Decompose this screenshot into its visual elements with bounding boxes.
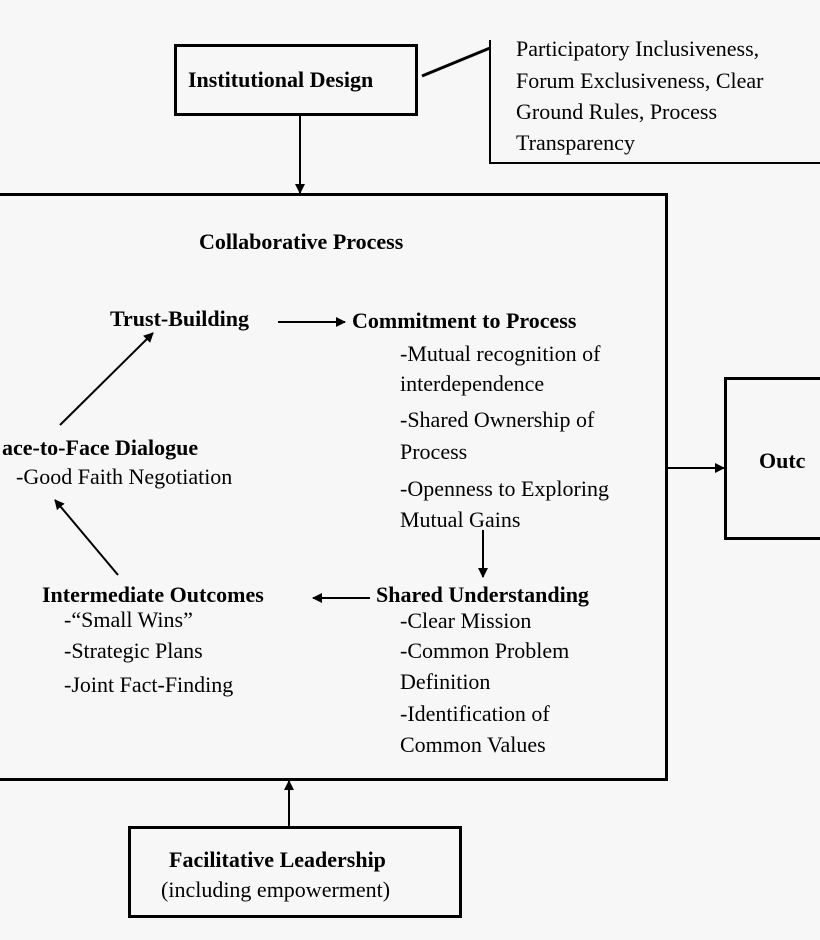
understanding-line: -Clear Mission (400, 608, 532, 633)
understanding-line: Definition (400, 669, 491, 694)
understanding-line: -Identification of (400, 701, 550, 726)
dialogue-title: ace-to-Face Dialogue (2, 435, 199, 460)
commitment-title: Commitment to Process (352, 308, 577, 333)
commitment-line: Process (400, 439, 468, 464)
institutional-design-box: Institutional Design (174, 44, 418, 116)
commitment-line: interdependence (400, 371, 545, 396)
commitment-line: -Mutual recognition of (400, 341, 601, 366)
intermediate-title: Intermediate Outcomes (42, 582, 264, 607)
outcomes-title: Outc (759, 448, 806, 473)
design-note-line: Transparency (516, 130, 635, 155)
understanding-line: Common Values (400, 732, 546, 757)
design-note-line: Ground Rules, Process (516, 99, 718, 124)
outcomes-box: Outc (724, 377, 820, 540)
design-note-connector (421, 46, 491, 78)
design-note-line: Forum Exclusiveness, Clear (516, 68, 764, 93)
collaborative-process-box (0, 193, 668, 781)
intermediate-line: -“Small Wins” (64, 607, 193, 632)
commitment-line: -Shared Ownership of (400, 407, 595, 432)
intermediate-line: -Strategic Plans (64, 638, 203, 663)
understanding-line: -Common Problem (400, 638, 570, 663)
intermediate-to-dialogue-arrow (54, 499, 119, 576)
facilitative-leadership-box: Facilitative Leadership (including empow… (128, 826, 462, 918)
leadership-subtitle: (including empowerment) (161, 877, 391, 902)
dialogue-line: -Good Faith Negotiation (16, 464, 233, 489)
institutional-design-title: Institutional Design (188, 67, 374, 92)
design-note-line: Participatory Inclusiveness, (516, 36, 760, 61)
dialogue-to-trust-arrow (59, 332, 154, 426)
commitment-line: -Openness to Exploring (400, 476, 609, 501)
understanding-title: Shared Understanding (376, 582, 589, 607)
commitment-line: Mutual Gains (400, 507, 521, 532)
intermediate-line: -Joint Fact-Finding (64, 672, 234, 697)
collaborative-process-title: Collaborative Process (199, 229, 404, 254)
trust-building-label: Trust-Building (110, 306, 249, 331)
leadership-title: Facilitative Leadership (169, 847, 386, 872)
design-note-bracket (489, 40, 820, 164)
